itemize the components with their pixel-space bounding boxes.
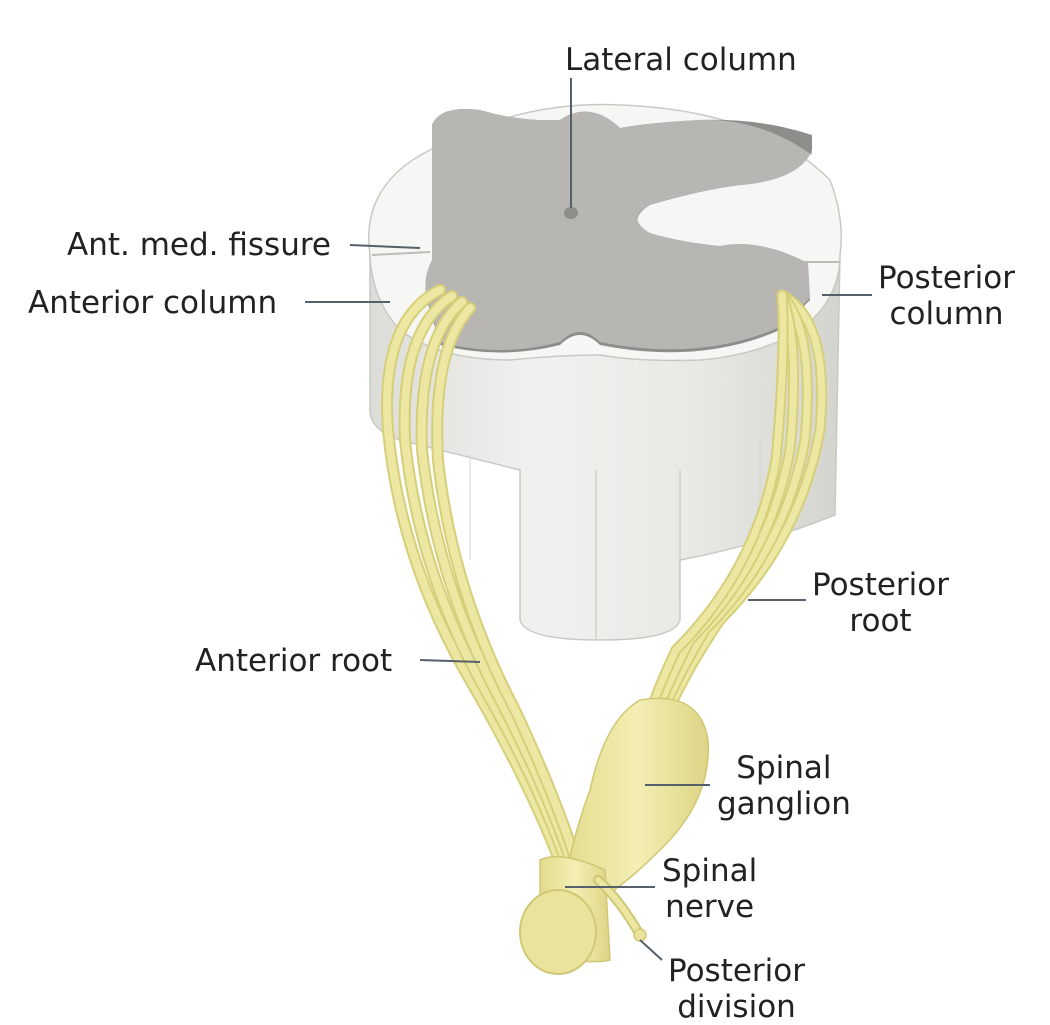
posterior-root-fibers [644, 289, 828, 726]
label-posterior-root-line2: root [849, 603, 912, 639]
anterior-root-fibers [381, 284, 591, 896]
label-posterior-division: Posterior division [668, 953, 805, 1025]
label-spinal-ganglion: Spinal ganglion [717, 750, 851, 822]
label-posterior-column-line1: Posterior [878, 260, 1016, 296]
label-spinal-ganglion-line2: ganglion [717, 786, 851, 822]
label-posterior-column: Posterior column [878, 260, 1015, 332]
label-spinal-nerve-line2: nerve [665, 889, 755, 925]
label-anterior-root: Anterior root [195, 643, 392, 679]
label-anterior-column-text: Anterior column [28, 285, 278, 321]
label-posterior-division-line2: division [677, 989, 796, 1025]
label-anterior-root-text: Anterior root [195, 643, 393, 679]
label-posterior-division-line1: Posterior [668, 953, 806, 989]
label-posterior-root-line1: Posterior [812, 567, 950, 603]
spinal-nerve-trunk [519, 855, 647, 975]
label-lateral-column-text: Lateral column [565, 42, 797, 78]
gray-matter [425, 109, 812, 353]
leader-posterior-division [639, 939, 663, 961]
label-posterior-column-line2: column [889, 296, 1004, 332]
label-spinal-nerve-line1: Spinal [662, 853, 758, 889]
label-anterior-column: Anterior column [28, 285, 277, 321]
label-posterior-root: Posterior root [812, 567, 949, 639]
label-spinal-ganglion-line1: Spinal [736, 750, 832, 786]
leader-anterior-root [419, 659, 481, 663]
spinal-ganglion-shape [564, 697, 710, 906]
label-ant-med-fissure-text: Ant. med. fissure [67, 227, 331, 263]
label-ant-med-fissure: Ant. med. fissure [67, 227, 331, 263]
leader-lines [305, 78, 872, 961]
label-spinal-nerve: Spinal nerve [662, 853, 757, 925]
label-lateral-column: Lateral column [565, 42, 797, 78]
leader-ant-med-fissure [349, 244, 421, 249]
